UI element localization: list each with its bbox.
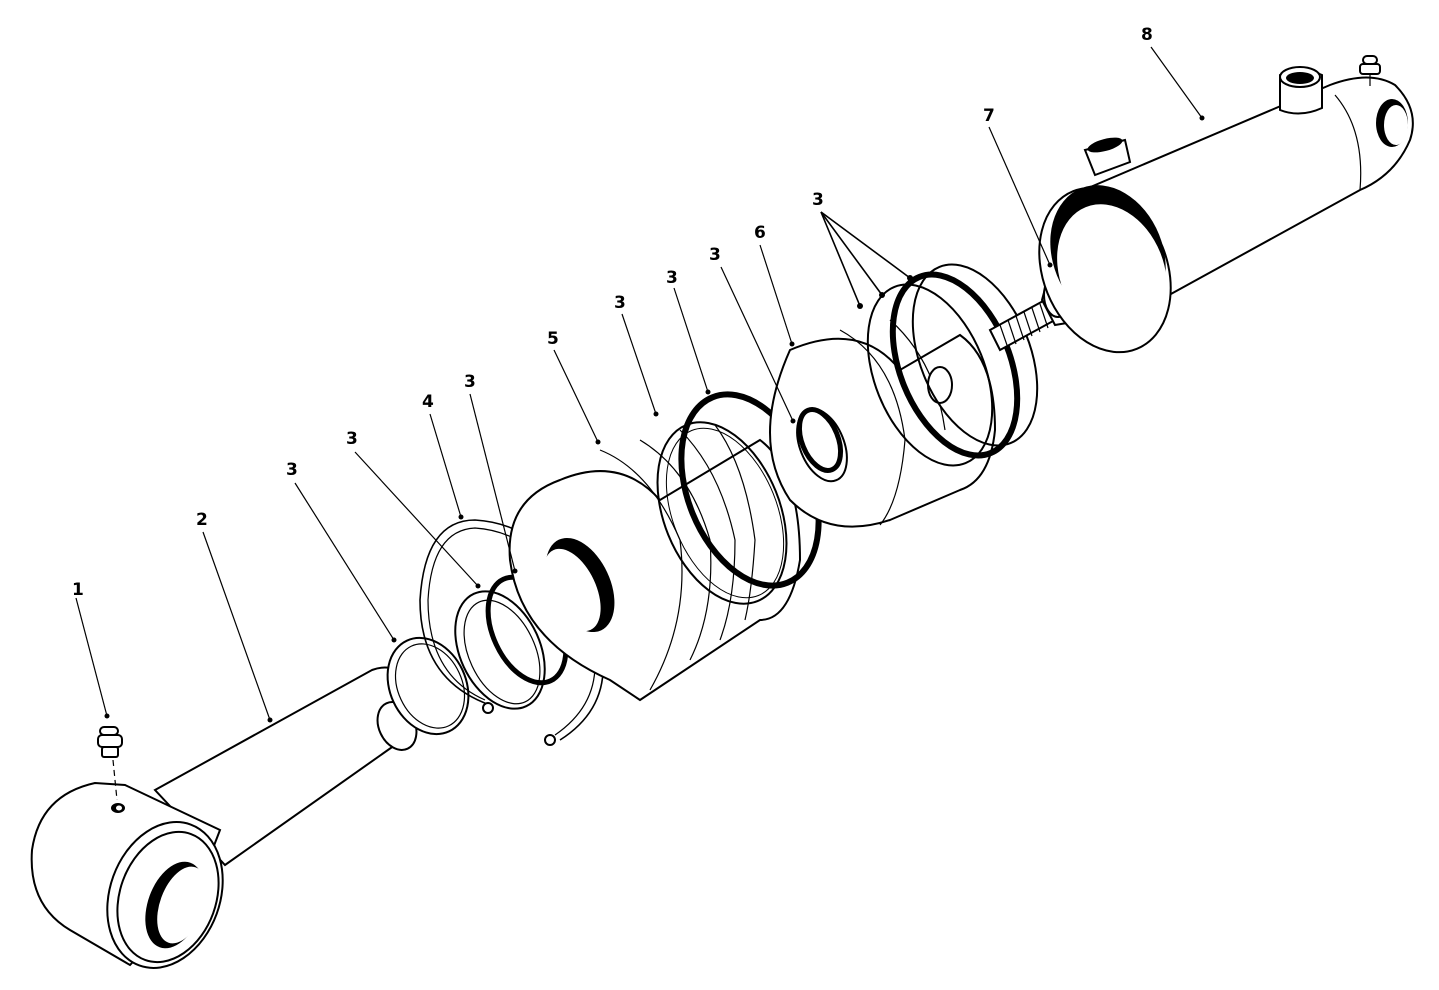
wiper-seal [386, 636, 470, 736]
callout-1-grease-fitting: 1 [72, 580, 84, 600]
callout-4-snap-ring: 4 [422, 392, 434, 412]
callout-3-wiper-seal: 3 [286, 460, 298, 480]
callout-8-cylinder-barrel: 8 [1141, 25, 1153, 45]
gland [508, 424, 802, 702]
callout-3-rod-seal: 3 [346, 429, 358, 449]
callout-3-piston-inner-o-ring: 3 [709, 245, 721, 265]
callout-5-gland: 5 [547, 329, 559, 349]
callout-3-piston-seals: 3 [812, 190, 824, 210]
callout-3-gland-outer-o-ring: 3 [666, 268, 678, 288]
leader-lines [75, 46, 1205, 723]
piston [769, 319, 997, 528]
cylinder-barrel [1038, 55, 1414, 354]
callout-6-piston: 6 [754, 223, 766, 243]
callout-2-piston-rod: 2 [196, 510, 208, 530]
callout-3-o-ring: 3 [464, 372, 476, 392]
callout-3-backup-ring: 3 [614, 293, 626, 313]
piston-rod-assembly [30, 666, 418, 969]
grease-fitting-rod-end [97, 726, 123, 801]
callout-7-lock-nut: 7 [983, 106, 995, 126]
